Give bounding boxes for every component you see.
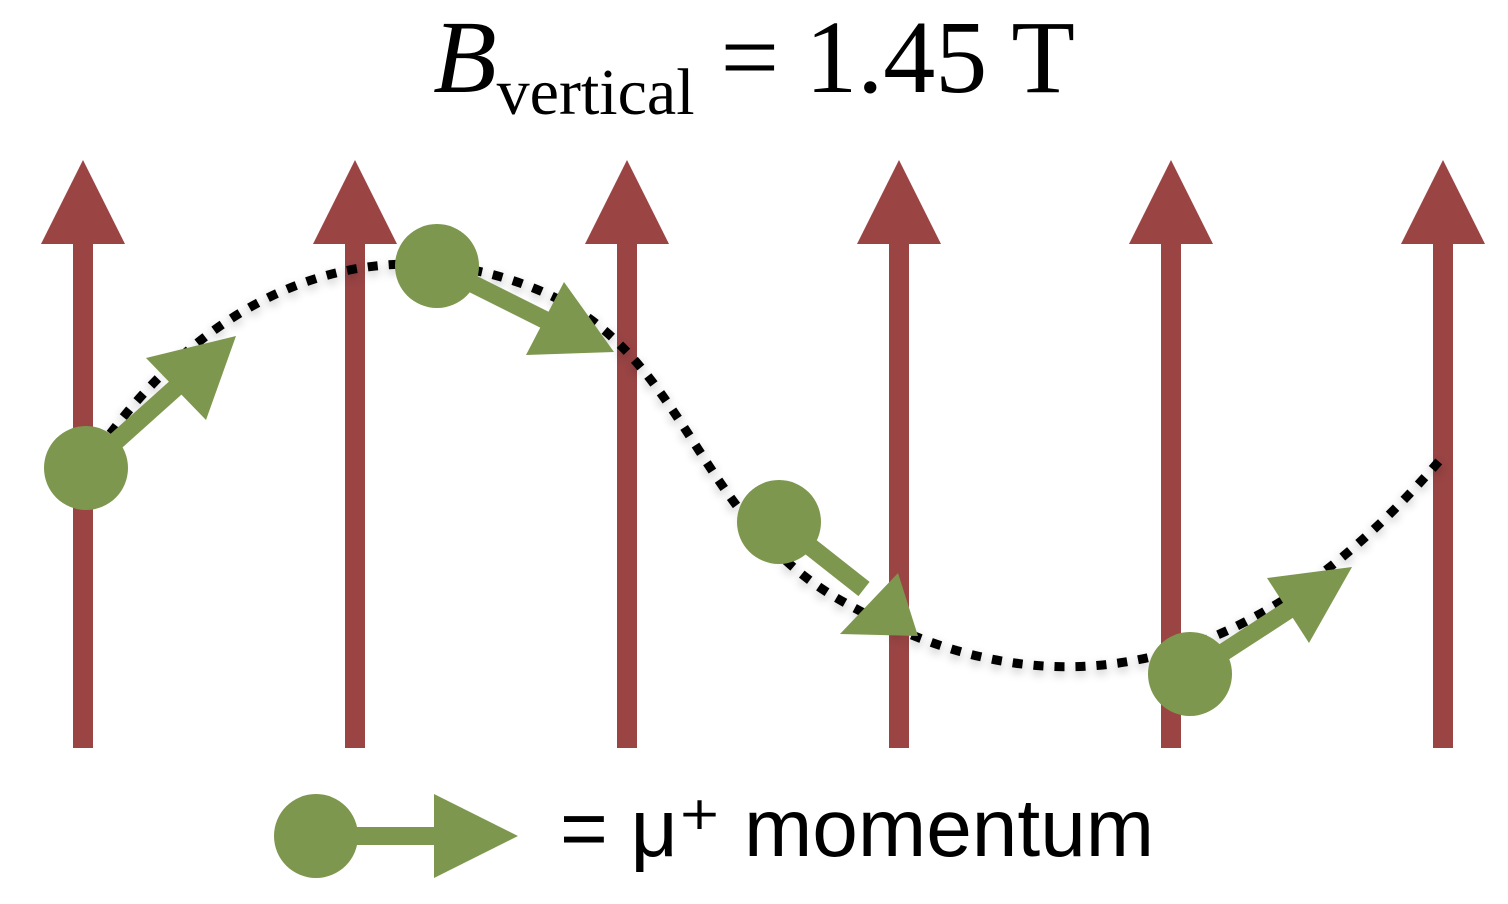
field-subscript: vertical bbox=[496, 56, 695, 129]
field-arrow-icon bbox=[585, 160, 669, 748]
legend-momentum-icon bbox=[274, 794, 518, 878]
field-value: = 1.45 T bbox=[694, 0, 1075, 115]
field-lines bbox=[41, 160, 1485, 748]
muon-momentum-icon bbox=[1148, 567, 1352, 716]
muon-momentum-icon bbox=[44, 336, 236, 510]
field-arrow-icon bbox=[857, 160, 941, 748]
muon-momentum-icon bbox=[737, 480, 918, 636]
field-arrow-icon bbox=[313, 160, 397, 748]
field-title: Bvertical = 1.45 T bbox=[0, 6, 1508, 126]
muon-momentum-icon bbox=[395, 224, 614, 355]
field-symbol: B bbox=[433, 0, 497, 115]
muon-trajectory bbox=[82, 259, 1444, 672]
legend-label: = μ⁺ momentum bbox=[560, 783, 1155, 874]
field-arrow-icon bbox=[1129, 160, 1213, 748]
muon-markers bbox=[44, 224, 1352, 716]
field-arrow-icon bbox=[1401, 160, 1485, 748]
